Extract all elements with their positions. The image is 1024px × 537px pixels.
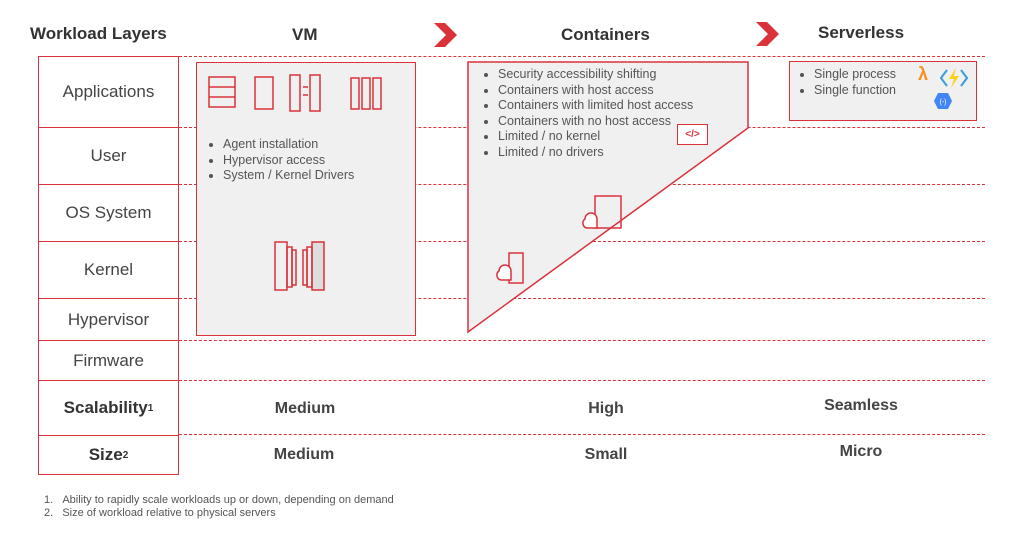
row-divider [179,380,985,381]
layer-hypervisor: Hypervisor [38,298,179,340]
bullet: Single function [814,83,896,99]
bullet: Limited / no drivers [498,145,698,161]
layer-user: User [38,127,179,184]
bullet: Limited / no kernel [498,129,698,145]
column-header-vm: VM [292,25,318,44]
code-icon: </> [677,124,708,145]
azure-functions-icon [940,68,968,88]
bullet: Agent installation [223,137,354,153]
chevron-right-icon [434,23,457,47]
row-divider [179,56,985,57]
size-vm: Medium [273,446,335,463]
bullet: Containers with host access [498,83,698,99]
column-header-serverless: Serverless [818,23,905,42]
bullet: System / Kernel Drivers [223,168,354,184]
diagram-title: Workload Layers [30,24,167,43]
aws-lambda-icon: λ [918,64,929,84]
bullet: Containers with no host access [498,114,698,130]
svg-text:(-): (-) [940,99,947,106]
server-icons [208,74,382,112]
serverless-bullets: Single process Single function [798,67,896,98]
serverless-panel: Single process Single function λ (-) [789,61,977,121]
vm-bullets: Agent installation Hypervisor access Sys… [207,137,354,184]
containers-bullets: Security accessibility shifting Containe… [482,67,698,160]
layer-firmware: Firmware [38,340,179,380]
cloud-server-icon [594,195,622,229]
scalability-serverless: Seamless [824,397,898,414]
footnote-1: 1. Ability to rapidly scale workloads up… [44,494,394,506]
size-containers: Small [584,446,628,463]
layer-os-system: OS System [38,184,179,241]
column-header-containers: Containers [561,25,650,44]
bullet: Hypervisor access [223,153,354,169]
row-divider [179,298,985,299]
row-divider [179,434,985,435]
layer-applications: Applications [38,56,179,127]
row-divider [179,340,985,341]
vm-panel: Agent installation Hypervisor access Sys… [196,62,416,336]
bullet: Security accessibility shifting [498,67,698,83]
size-serverless: Micro [839,443,883,460]
scalability-containers: High [588,400,624,417]
bullet: Containers with limited host access [498,98,698,114]
server-rack-icon [274,241,325,291]
scalability-vm: Medium [274,400,336,417]
chevron-right-icon [756,22,779,46]
bullet: Single process [814,67,896,83]
google-cloud-functions-icon: (-) [934,93,952,109]
footnote-2: 2. Size of workload relative to physical… [44,507,276,519]
layer-kernel: Kernel [38,241,179,298]
